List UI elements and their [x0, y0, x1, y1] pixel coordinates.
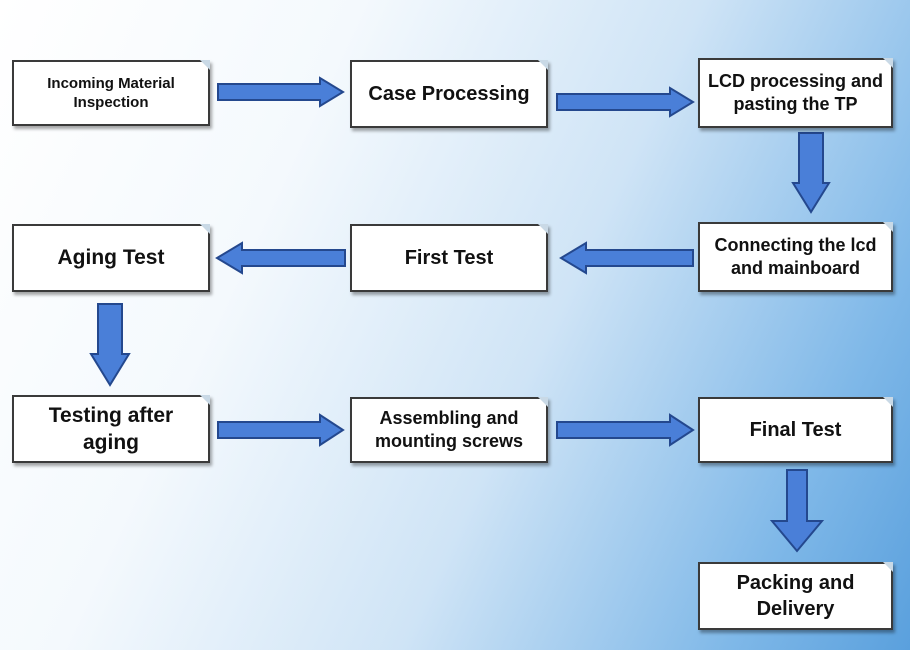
step-label: Case Processing [368, 83, 530, 105]
step-label: Connecting the lcd and mainboard [714, 234, 877, 278]
step-label: Assembling and mounting screws [374, 407, 524, 451]
step-case-processing: Case Processing [350, 60, 548, 128]
step-packing-delivery: Packing and Delivery [698, 562, 893, 630]
arrow-right [217, 76, 345, 108]
arrow-down [791, 132, 831, 214]
arrow-left [559, 241, 694, 275]
arrow-right [217, 413, 345, 447]
step-incoming-material-inspection: Incoming Material Inspection [12, 60, 210, 126]
step-first-test: First Test [350, 224, 548, 292]
arrow-down [89, 303, 131, 387]
arrow-left [215, 241, 346, 275]
step-testing-after-aging: Testing after aging [12, 395, 210, 463]
step-label: Final Test [749, 419, 842, 441]
step-final-test: Final Test [698, 397, 893, 463]
step-lcd-processing: LCD processing and pasting the TP [698, 58, 893, 128]
arrow-right [556, 413, 695, 447]
arrow-right [556, 86, 695, 118]
step-label: Testing after aging [48, 403, 174, 454]
step-label: First Test [404, 247, 494, 269]
step-connecting-lcd-mainboard: Connecting the lcd and mainboard [698, 222, 893, 292]
step-label: LCD processing and pasting the TP [707, 70, 884, 114]
step-label: Packing and Delivery [736, 572, 855, 620]
step-label: Incoming Material Inspection [47, 74, 175, 112]
step-label: Aging Test [57, 246, 165, 270]
step-assembling-mounting-screws: Assembling and mounting screws [350, 397, 548, 463]
step-aging-test: Aging Test [12, 224, 210, 292]
arrow-down [769, 469, 825, 553]
